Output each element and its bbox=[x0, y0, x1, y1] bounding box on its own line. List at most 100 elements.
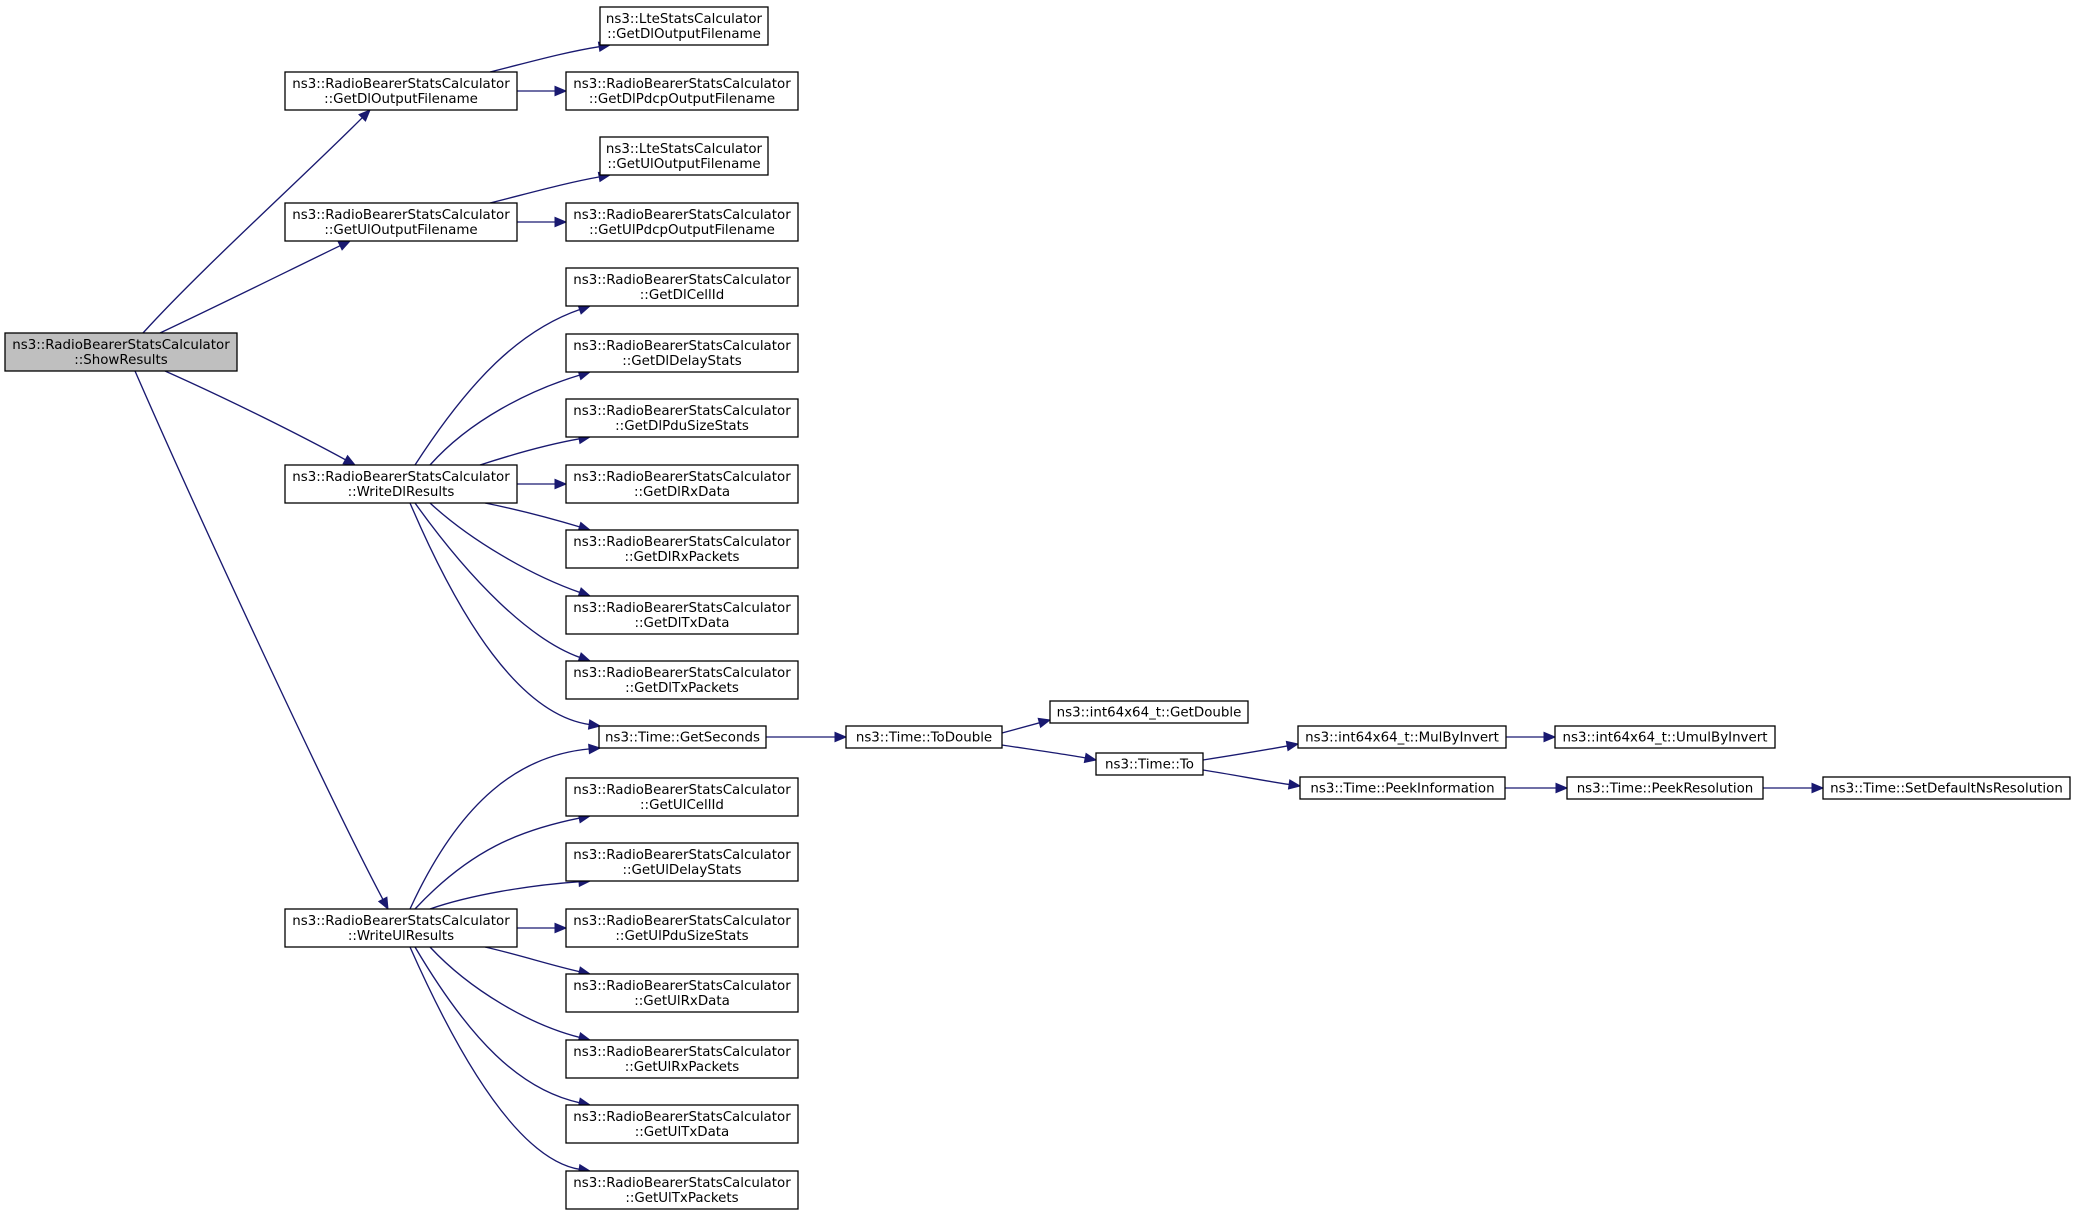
function-node-getultxpackets[interactable]: ns3::RadioBearerStatsCalculator::GetUlTx… bbox=[565, 1170, 799, 1210]
function-node-time-getseconds[interactable]: ns3::Time::GetSeconds bbox=[598, 725, 767, 749]
function-node-getdloutputfilename[interactable]: ns3::RadioBearerStatsCalculator::GetDlOu… bbox=[284, 71, 518, 111]
function-node-getulcellid[interactable]: ns3::RadioBearerStatsCalculator::GetUlCe… bbox=[565, 777, 799, 817]
function-node-getulpdcpoutputfilename[interactable]: ns3::RadioBearerStatsCalculator::GetUlPd… bbox=[565, 202, 799, 242]
node-label-line: ns3::RadioBearerStatsCalculator bbox=[573, 273, 791, 288]
node-box bbox=[1822, 776, 2071, 800]
node-box bbox=[845, 725, 1003, 749]
node-box bbox=[565, 398, 799, 438]
arrowhead-icon bbox=[554, 922, 568, 934]
node-label-line: ::GetDlOutputFilename bbox=[324, 92, 478, 107]
node-label-line: ns3::int64x64_t::MulByInvert bbox=[1305, 731, 1499, 746]
node-label-line: ::GetUlRxData bbox=[634, 994, 730, 1009]
node-label-line: ::GetUlDelayStats bbox=[623, 863, 742, 878]
edge-line bbox=[489, 45, 601, 73]
function-node-getdltxdata[interactable]: ns3::RadioBearerStatsCalculator::GetDlTx… bbox=[565, 595, 799, 635]
node-label-line: ::GetUlRxPackets bbox=[625, 1060, 739, 1075]
node-label-line: ::WriteDlResults bbox=[348, 485, 455, 500]
arrowhead-icon bbox=[337, 240, 352, 251]
function-node-time-peekresolution[interactable]: ns3::Time::PeekResolution bbox=[1566, 776, 1764, 800]
function-node-time-peekinformation[interactable]: ns3::Time::PeekInformation bbox=[1299, 776, 1506, 800]
edge-line bbox=[429, 374, 581, 466]
function-node-getdldelaystats[interactable]: ns3::RadioBearerStatsCalculator::GetDlDe… bbox=[565, 333, 799, 373]
function-node-lte-getdloutputfilename[interactable]: ns3::LteStatsCalculator::GetDlOutputFile… bbox=[599, 6, 769, 46]
node-label-line: ::GetUlPduSizeStats bbox=[615, 929, 748, 944]
edge-line bbox=[414, 946, 581, 1104]
node-label-line: ns3::RadioBearerStatsCalculator bbox=[573, 848, 791, 863]
edge-line bbox=[142, 116, 364, 334]
function-nodes: ns3::RadioBearerStatsCalculator::ShowRes… bbox=[4, 6, 2071, 1210]
edge-line bbox=[1001, 721, 1041, 734]
function-node-lte-getuloutputfilename[interactable]: ns3::LteStatsCalculator::GetUlOutputFile… bbox=[599, 136, 769, 176]
function-node-getdlpdcpoutputfilename[interactable]: ns3::RadioBearerStatsCalculator::GetDlPd… bbox=[565, 71, 799, 111]
function-node-getuldelaystats[interactable]: ns3::RadioBearerStatsCalculator::GetUlDe… bbox=[565, 842, 799, 882]
node-label-line: ns3::RadioBearerStatsCalculator bbox=[573, 535, 791, 550]
arrowhead-icon bbox=[1285, 740, 1300, 752]
function-node-getuloutputfilename[interactable]: ns3::RadioBearerStatsCalculator::GetUlOu… bbox=[284, 202, 518, 242]
arrowhead-icon bbox=[587, 719, 602, 730]
call-edge-writedlresults-to-getdlrxpackets bbox=[484, 502, 592, 532]
function-node-writedlresults[interactable]: ns3::RadioBearerStatsCalculator::WriteDl… bbox=[284, 464, 518, 504]
function-node-getultxdata[interactable]: ns3::RadioBearerStatsCalculator::GetUlTx… bbox=[565, 1104, 799, 1144]
call-edges bbox=[134, 41, 1825, 1175]
function-node-getdlrxpackets[interactable]: ns3::RadioBearerStatsCalculator::GetDlRx… bbox=[565, 529, 799, 569]
call-edge-time-peekinformation-to-time-peekresolution bbox=[1505, 782, 1569, 794]
function-node-getulrxpackets[interactable]: ns3::RadioBearerStatsCalculator::GetUlRx… bbox=[565, 1039, 799, 1079]
node-label-line: ::WriteUlResults bbox=[348, 929, 454, 944]
edge-line bbox=[479, 438, 581, 466]
function-node-int64-umulbyinvert[interactable]: ns3::int64x64_t::UmulByInvert bbox=[1554, 725, 1776, 749]
call-edge-showresults-to-getdloutputfilename bbox=[142, 109, 371, 334]
call-edge-time-peekresolution-to-time-setdefaultnsresolution bbox=[1763, 782, 1825, 794]
node-box bbox=[284, 202, 518, 242]
function-node-int64-mulbyinvert[interactable]: ns3::int64x64_t::MulByInvert bbox=[1297, 725, 1507, 749]
node-label-line: ns3::Time::PeekInformation bbox=[1310, 782, 1494, 797]
function-node-time-to[interactable]: ns3::Time::To bbox=[1095, 752, 1204, 776]
node-label-line: ns3::RadioBearerStatsCalculator bbox=[573, 1110, 791, 1125]
call-edge-writeulresults-to-getulcellid bbox=[414, 813, 592, 910]
call-edge-time-to-to-time-peekinformation bbox=[1202, 769, 1302, 790]
call-edge-time-to-to-int64-mulbyinvert bbox=[1202, 740, 1300, 761]
node-label-line: ns3::LteStatsCalculator bbox=[606, 12, 763, 27]
arrowhead-icon bbox=[358, 109, 371, 122]
call-edge-writeulresults-to-getultxdata bbox=[414, 946, 592, 1108]
arrowhead-icon bbox=[1287, 779, 1302, 790]
call-edge-writeulresults-to-getulrxdata bbox=[484, 946, 592, 977]
function-node-getulrxdata[interactable]: ns3::RadioBearerStatsCalculator::GetUlRx… bbox=[565, 973, 799, 1013]
function-node-getulpdusizestats[interactable]: ns3::RadioBearerStatsCalculator::GetUlPd… bbox=[565, 908, 799, 948]
node-label-line: ::GetUlPdcpOutputFilename bbox=[589, 223, 775, 238]
node-box bbox=[599, 6, 769, 46]
function-node-int64-getdouble[interactable]: ns3::int64x64_t::GetDouble bbox=[1049, 700, 1249, 724]
node-label-line: ::GetDlOutputFilename bbox=[607, 27, 761, 42]
node-label-line: ::ShowResults bbox=[74, 353, 168, 368]
node-box bbox=[1049, 700, 1249, 724]
function-node-getdlrxdata[interactable]: ns3::RadioBearerStatsCalculator::GetDlRx… bbox=[565, 464, 799, 504]
node-label-line: ns3::RadioBearerStatsCalculator bbox=[12, 338, 230, 353]
call-edge-int64-mulbyinvert-to-int64-umulbyinvert bbox=[1506, 731, 1557, 743]
node-box bbox=[1297, 725, 1507, 749]
arrowhead-icon bbox=[377, 896, 389, 911]
node-label-line: ns3::RadioBearerStatsCalculator bbox=[573, 783, 791, 798]
function-node-getdlcellid[interactable]: ns3::RadioBearerStatsCalculator::GetDlCe… bbox=[565, 267, 799, 307]
node-box bbox=[565, 842, 799, 882]
function-node-showresults[interactable]: ns3::RadioBearerStatsCalculator::ShowRes… bbox=[4, 332, 238, 372]
function-node-getdlpdusizestats[interactable]: ns3::RadioBearerStatsCalculator::GetDlPd… bbox=[565, 398, 799, 438]
node-box bbox=[4, 332, 238, 372]
function-node-writeulresults[interactable]: ns3::RadioBearerStatsCalculator::WriteUl… bbox=[284, 908, 518, 948]
function-node-time-setdefaultnsresolution[interactable]: ns3::Time::SetDefaultNsResolution bbox=[1822, 776, 2071, 800]
edge-line bbox=[409, 502, 591, 726]
node-label-line: ::GetUlCellId bbox=[640, 798, 724, 813]
node-box bbox=[565, 267, 799, 307]
node-box bbox=[565, 202, 799, 242]
call-edge-writedlresults-to-getdldelaystats bbox=[429, 370, 592, 466]
node-label-line: ns3::Time::ToDouble bbox=[856, 731, 992, 746]
node-label-line: ns3::RadioBearerStatsCalculator bbox=[292, 208, 510, 223]
node-label-line: ns3::RadioBearerStatsCalculator bbox=[573, 404, 791, 419]
node-label-line: ::GetDlPduSizeStats bbox=[615, 419, 749, 434]
call-edge-showresults-to-getuloutputfilename bbox=[159, 240, 352, 334]
node-label-line: ::GetDlTxPackets bbox=[625, 681, 739, 696]
function-node-time-todouble[interactable]: ns3::Time::ToDouble bbox=[845, 725, 1003, 749]
call-edge-time-getseconds-to-time-todouble bbox=[766, 731, 848, 743]
edge-line bbox=[414, 502, 581, 659]
function-node-getdltxpackets[interactable]: ns3::RadioBearerStatsCalculator::GetDlTx… bbox=[565, 660, 799, 700]
node-label-line: ::GetDlDelayStats bbox=[622, 354, 742, 369]
node-box bbox=[1566, 776, 1764, 800]
